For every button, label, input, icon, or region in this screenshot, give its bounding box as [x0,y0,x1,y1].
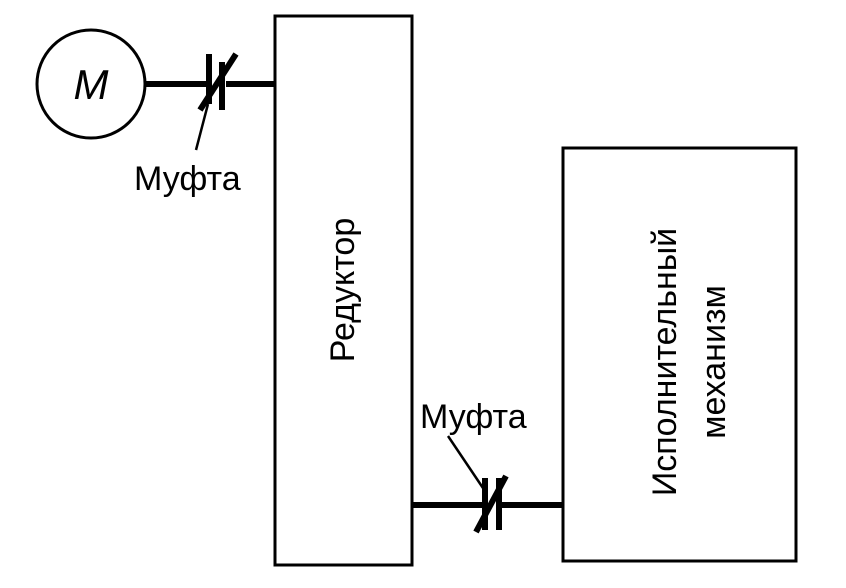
reducer-box [273,14,414,567]
reducer-label: Редуктор [324,218,362,362]
motor: M [35,28,147,140]
reducer-block: Редуктор [273,14,414,567]
top-coupling [197,52,239,112]
actuator-label-line2: механизм [695,285,733,439]
actuator-label-line1: Исполнительный [646,228,684,496]
bottom-coupling-label: Муфта [420,398,527,436]
bottom-coupling-leader [446,435,489,495]
top-coupling-leader [194,103,210,151]
top-coupling-slash [197,52,239,112]
motor-symbol: M [74,61,109,108]
bottom-coupling [473,474,509,534]
top-coupling-label: Муфта [134,160,241,198]
actuator-box [561,146,798,563]
bottom-coupling-slash [473,474,509,534]
actuator-block: Исполнительный механизм [561,146,798,563]
